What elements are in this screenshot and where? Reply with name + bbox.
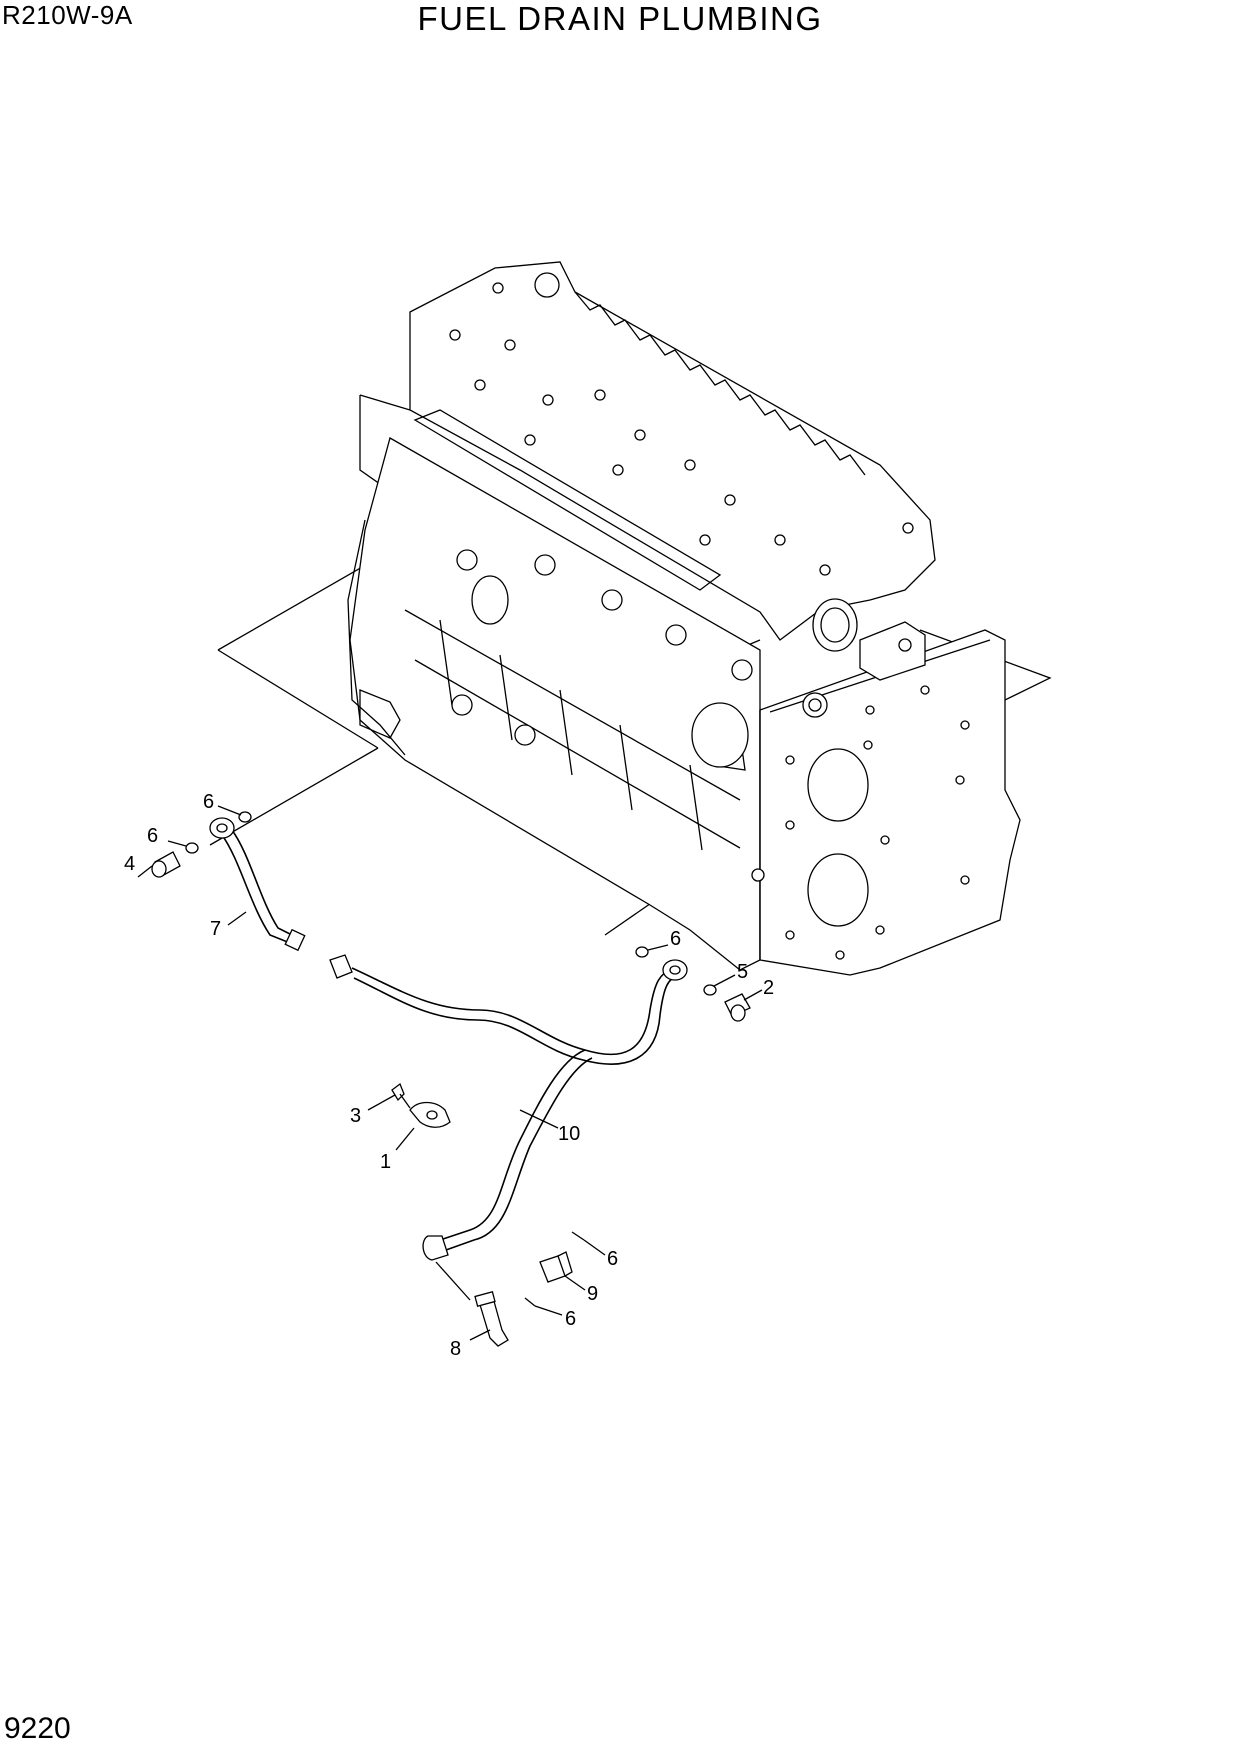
washer-right-upper [635,946,649,958]
callout-6-left-lower: 6 [147,825,158,847]
engine-block [347,261,1021,976]
washer-left-lower [185,842,199,854]
gear-housing [759,629,1021,976]
callout-7: 7 [210,918,221,940]
o-ring-lower [524,1297,536,1307]
o-ring-upper [571,1231,585,1241]
page-title: FUEL DRAIN PLUMBING [417,0,823,37]
adapter-part-9 [539,1255,566,1283]
cylinder-head [409,261,936,641]
callout-2: 2 [763,977,774,999]
head-bolt-holes [449,272,914,576]
callout-3: 3 [350,1105,361,1127]
tube-part-10 [351,967,673,1056]
callout-4: 4 [124,853,135,875]
banjo-fitting-left [209,817,235,839]
callout-5: 5 [737,961,748,983]
clamp-part-1 [409,1101,451,1128]
callout-6-left-upper: 6 [203,791,214,813]
washer-left-upper [238,811,252,823]
callouts: 6 6 4 7 6 5 2 3 1 10 6 9 6 8 [124,791,774,1360]
callout-8: 8 [450,1338,461,1360]
tube-part-7 [221,834,296,946]
callout-6-o-ring-upper: 6 [607,1248,618,1270]
callout-6-right: 6 [670,928,681,950]
callout-10: 10 [558,1123,580,1145]
housing-bolt-holes [785,685,970,960]
callout-9: 9 [587,1283,598,1305]
callout-6-o-ring-lower: 6 [565,1308,576,1330]
model-code: R210W-9A [2,0,133,30]
washer-part-5 [703,984,717,996]
fuel-drain-line [151,811,751,1347]
callout-1: 1 [380,1151,391,1173]
leader-lines [137,805,763,1341]
banjo-fitting-right [662,959,688,981]
page-number: 9220 [4,1712,71,1745]
